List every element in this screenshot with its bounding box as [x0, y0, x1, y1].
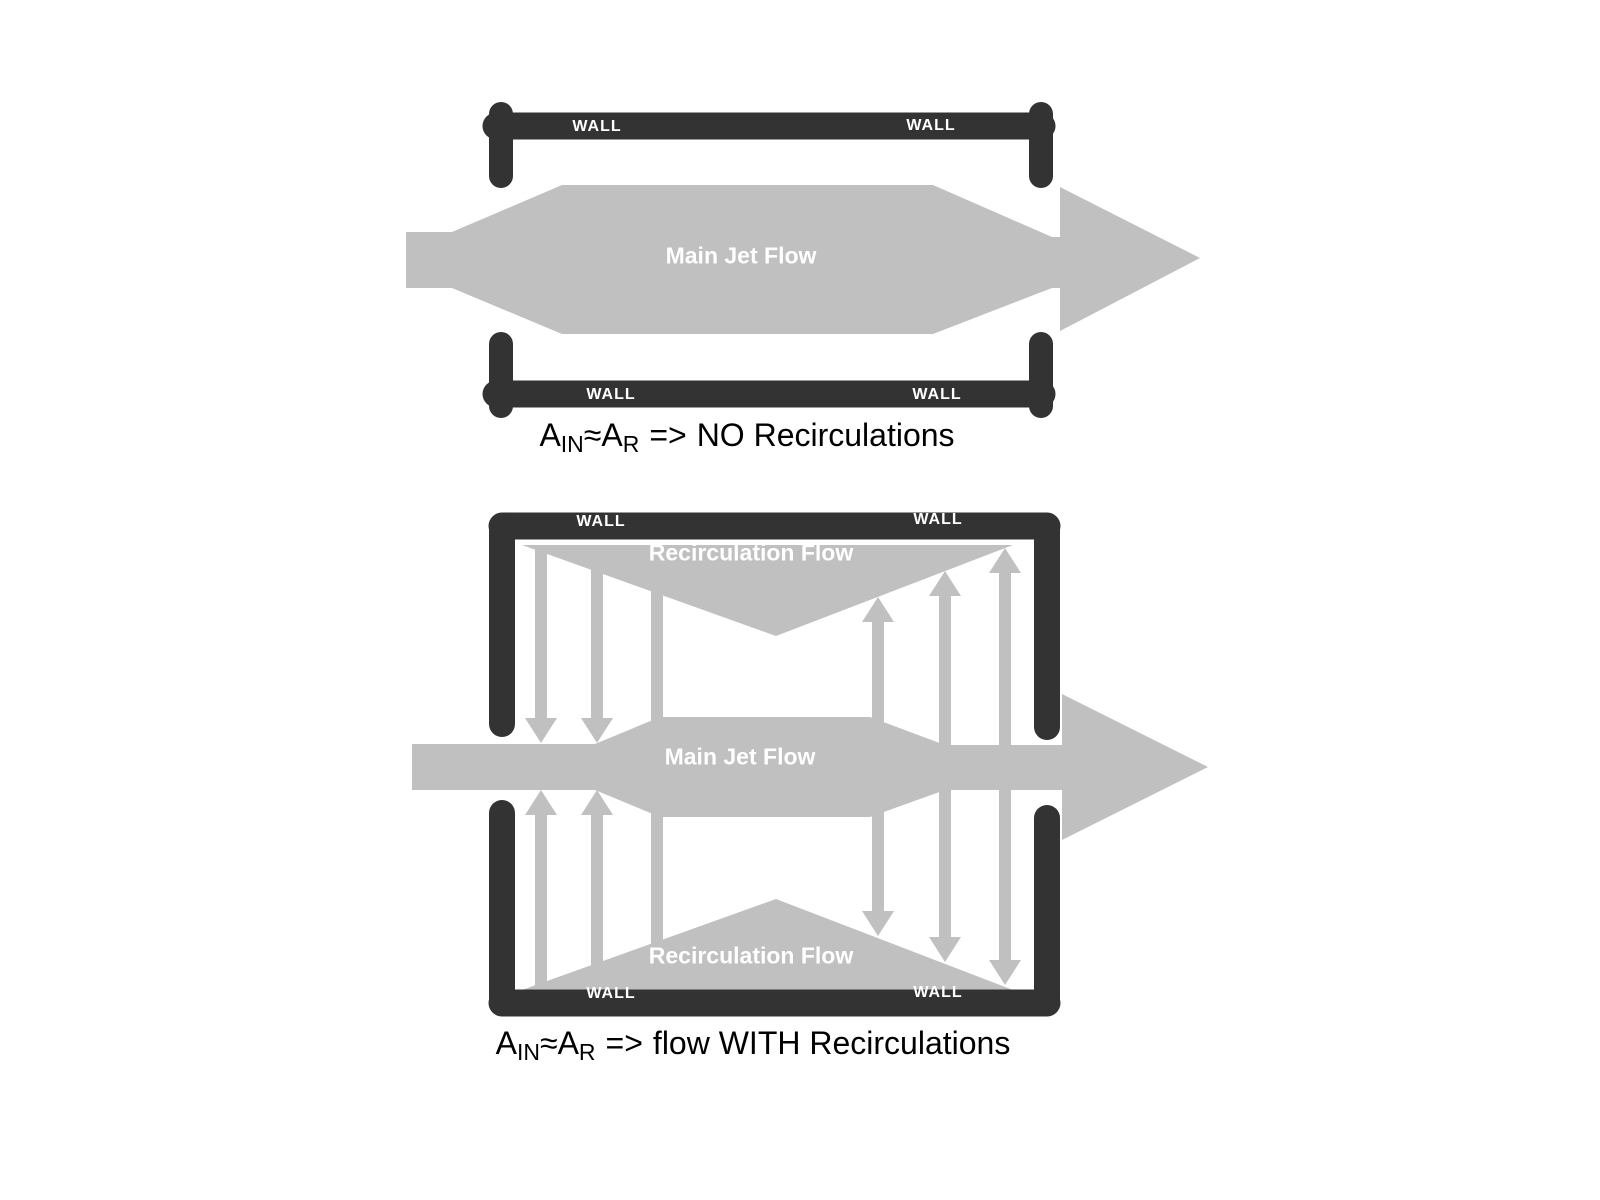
- fig2-wall-label-top-left: WALL: [576, 513, 626, 530]
- fig1-main-jet-label: Main Jet Flow: [665, 242, 817, 269]
- fig2-caption-relation: ≈: [540, 1024, 558, 1061]
- fig2-arrow-topright-up-1: [862, 597, 894, 722]
- fig2-arrow-bottomright-down-3: [989, 785, 1021, 985]
- fig2-arrow-bottomright-down-1: [862, 810, 894, 936]
- fig2-recirculation-triangle-top: [522, 545, 1013, 636]
- fig1-wall-label-bottom-right: WALL: [912, 386, 962, 403]
- fig1-caption: A IN ≈ A R => NO Recirculations: [539, 416, 955, 457]
- fig1-caption-term2-base: A: [601, 416, 623, 453]
- fig2-caption-conclusion: flow WITH Recirculations: [652, 1024, 1011, 1061]
- fig1-wall-label-bottom-left: WALL: [586, 386, 636, 403]
- fig1-caption-relation: ≈: [583, 416, 602, 453]
- fig2-arrow-topleft-down-1: [525, 546, 557, 743]
- fig1-caption-conclusion: NO Recirculations: [696, 416, 955, 453]
- fig1-caption-term1-sub: IN: [560, 430, 584, 457]
- fig2-line-topleft-3: [651, 546, 663, 724]
- figure1-shapes: [406, 102, 1200, 418]
- fig2-caption-term1-sub: IN: [517, 1038, 541, 1065]
- fig1-caption-term1-base: A: [539, 416, 561, 453]
- fig2-caption-term2-base: A: [557, 1024, 579, 1061]
- fig2-main-jet-label: Main Jet Flow: [664, 743, 816, 770]
- fig1-caption-term2-sub: R: [622, 430, 640, 457]
- fig2-wall-label-bottom-left: WALL: [586, 985, 636, 1002]
- fig2-wall-label-top-right: WALL: [913, 511, 963, 528]
- fig1-caption-implies: =>: [649, 416, 687, 453]
- fig2-arrow-topright-up-2: [929, 571, 961, 748]
- fig2-caption: A IN ≈ A R => flow WITH Recirculations: [495, 1024, 1011, 1065]
- fig2-arrow-bottomright-down-2: [929, 785, 961, 962]
- fig2-main-jet-body: [412, 717, 1066, 817]
- fig1-main-jet-arrowhead: [1060, 187, 1200, 331]
- fig1-wall-label-top-left: WALL: [572, 118, 622, 135]
- fig2-recirculation-label-bottom: Recirculation Flow: [648, 942, 854, 969]
- fig1-main-jet-body: [406, 185, 1062, 334]
- fig2-wall-label-bottom-right: WALL: [913, 984, 963, 1001]
- fig2-caption-term1-base: A: [495, 1024, 518, 1061]
- fig1-wall-label-top-right: WALL: [906, 117, 956, 134]
- fig2-arrow-bottomleft-up-1: [525, 790, 557, 988]
- fig2-main-jet-arrowhead: [1062, 694, 1208, 840]
- fig2-caption-implies: =>: [605, 1024, 643, 1061]
- fig2-recirculation-triangle-bottom: [522, 899, 1013, 990]
- fig2-caption-term2-sub: R: [578, 1038, 596, 1065]
- fig2-arrow-topleft-down-2: [581, 546, 613, 743]
- fig2-arrow-bottomleft-up-2: [581, 790, 613, 988]
- figure2-shapes: [412, 512, 1208, 1017]
- fig2-arrow-topright-up-3: [989, 548, 1021, 748]
- fig2-recirculation-label-top: Recirculation Flow: [648, 539, 854, 566]
- fig2-line-bottomleft-3: [651, 809, 663, 988]
